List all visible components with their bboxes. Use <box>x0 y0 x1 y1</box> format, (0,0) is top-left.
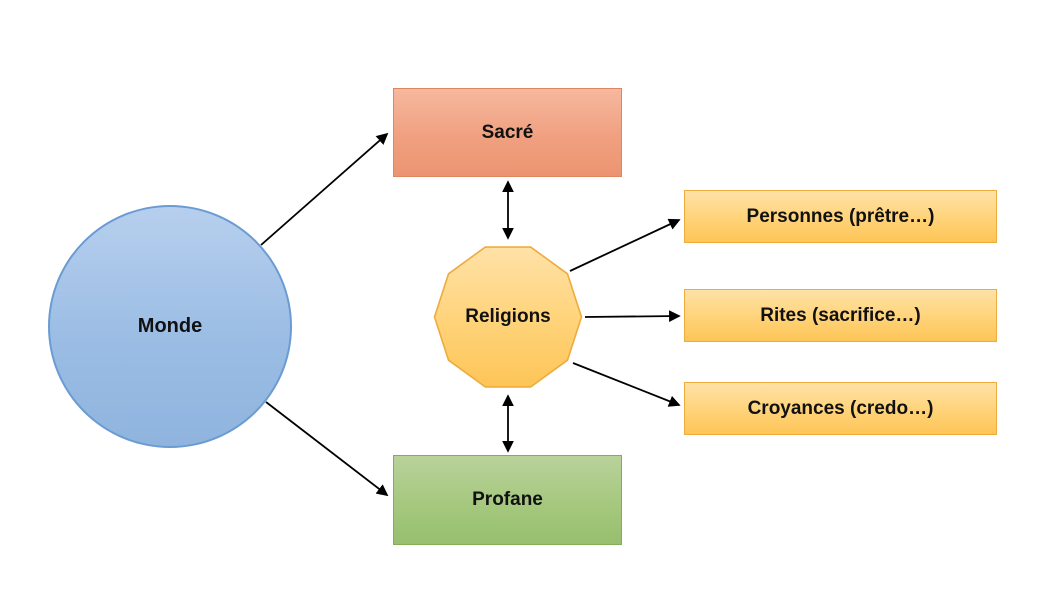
node-religions: Religions <box>433 242 583 392</box>
node-croyances: Croyances (credo…) <box>684 382 997 435</box>
node-personnes-label: Personnes (prêtre…) <box>746 205 935 227</box>
node-sacre-label: Sacré <box>481 121 534 143</box>
node-monde-label: Monde <box>137 315 203 337</box>
node-rites: Rites (sacrifice…) <box>684 289 997 342</box>
decagon-shape <box>433 242 583 392</box>
arrow-monde-sacre <box>260 132 389 246</box>
node-profane: Profane <box>393 455 622 545</box>
node-croyances-label: Croyances (credo…) <box>747 397 934 419</box>
node-profane-label: Profane <box>472 489 543 510</box>
node-sacre: Sacré <box>393 88 622 177</box>
node-religions-label: Religions <box>465 306 551 327</box>
arrow-religions-croyances <box>572 362 681 407</box>
arrow-religions-rites <box>584 310 681 322</box>
node-monde: Monde <box>48 205 292 448</box>
arrow-religions-personnes <box>569 218 681 272</box>
node-personnes: Personnes (prêtre…) <box>684 190 997 243</box>
node-rites-label: Rites (sacrifice…) <box>760 304 921 326</box>
arrow-monde-profane <box>265 401 389 497</box>
